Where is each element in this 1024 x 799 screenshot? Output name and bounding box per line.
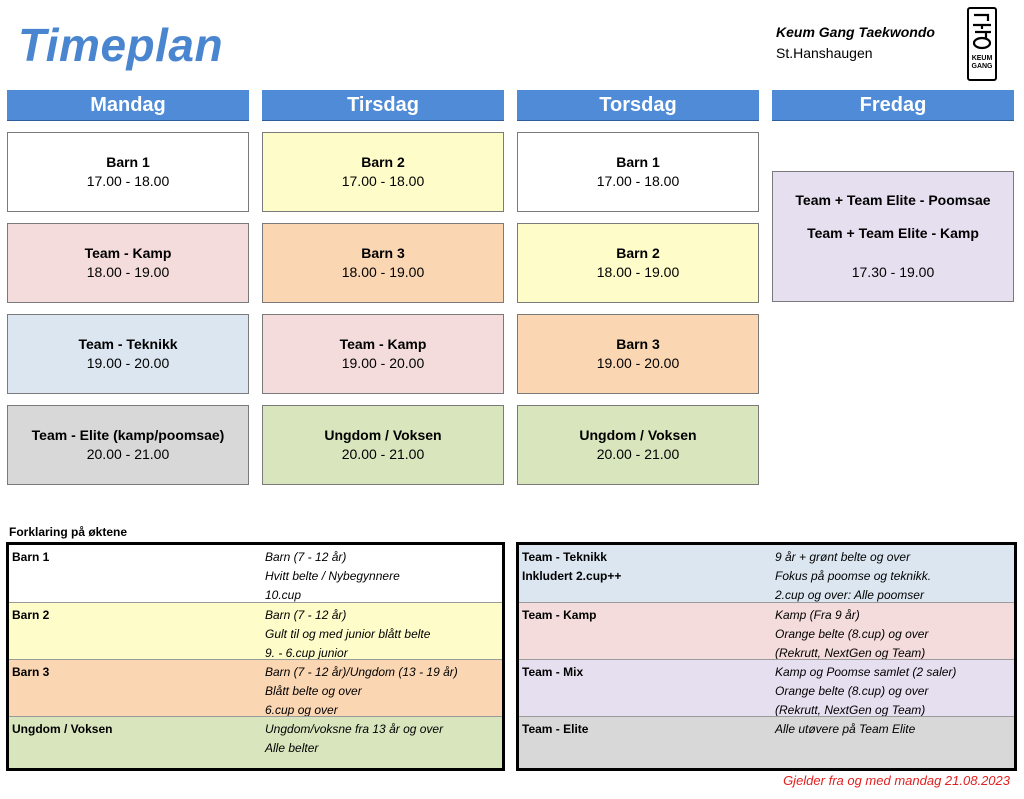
- session-time: 18.00 - 19.00: [341, 264, 425, 280]
- legend-desc-line: Hvitt belte / Nybegynnere: [265, 569, 400, 583]
- session-time: 19.00 - 20.00: [341, 355, 425, 371]
- legend-desc-line: Barn (7 - 12 år)/Ungdom (13 - 19 år): [265, 665, 458, 679]
- session-time: 17.30 - 19.00: [851, 264, 935, 280]
- session-name: Barn 1: [106, 154, 150, 170]
- legend-desc-line: 2.cup og over: Alle poomser: [775, 588, 924, 602]
- session-name: Barn 2: [361, 154, 405, 170]
- legend-title: Forklaring på øktene: [9, 525, 128, 539]
- legend-desc-line: (Rekrutt, NextGen og Team): [775, 703, 926, 717]
- legend-left-table: Barn 1 Barn (7 - 12 år) Hvitt belte / Ny…: [6, 542, 505, 771]
- legend-desc-line: 9. - 6.cup junior: [265, 646, 348, 660]
- session-time: 19.00 - 20.00: [596, 355, 680, 371]
- session-time: 17.00 - 18.00: [596, 173, 680, 189]
- legend-session-name: Team - Kamp: [522, 608, 597, 622]
- legend-desc-line: Orange belte (8.cup) og over: [775, 627, 929, 641]
- session-block: Barn 2 17.00 - 18.00: [262, 132, 504, 212]
- legend-desc-line: Orange belte (8.cup) og over: [775, 684, 929, 698]
- session-time: 19.00 - 20.00: [86, 355, 170, 371]
- session-name-secondary: Team + Team Elite - Kamp: [807, 225, 979, 241]
- session-time: 17.00 - 18.00: [86, 173, 170, 189]
- session-name: Team + Team Elite - Poomsae: [795, 192, 991, 208]
- legend-desc-line: Gult til og med junior blått belte: [265, 627, 431, 641]
- session-block: Team - Kamp 18.00 - 19.00: [7, 223, 249, 303]
- legend-desc-line: Ungdom/voksne fra 13 år og over: [265, 722, 444, 736]
- session-name: Ungdom / Voksen: [579, 427, 697, 443]
- legend-desc-line: Barn (7 - 12 år): [265, 550, 347, 564]
- day-header-tirsdag: Tirsdag: [262, 90, 504, 121]
- legend-right-table: Team - Teknikk Inkludert 2.cup++ 9 år + …: [516, 542, 1017, 771]
- hangul-logo-icon: [972, 13, 992, 50]
- legend-session-name: Barn 1: [12, 550, 50, 564]
- logo-text-gang: GANG: [971, 63, 993, 70]
- session-name: Team - Teknikk: [78, 336, 178, 352]
- legend-row: Barn 2 Barn (7 - 12 år) Gult til og med …: [9, 602, 502, 660]
- legend-desc-line: Blått belte og over: [265, 684, 362, 698]
- session-name: Barn 3: [361, 245, 405, 261]
- day-header-torsdag: Torsdag: [517, 90, 759, 121]
- session-time: 20.00 - 21.00: [86, 446, 170, 462]
- legend-session-name-secondary: Inkludert 2.cup++: [522, 569, 622, 583]
- legend-desc-line: Barn (7 - 12 år): [265, 608, 347, 622]
- legend-session-name: Barn 3: [12, 665, 50, 679]
- legend-session-name: Team - Teknikk: [522, 550, 607, 564]
- session-name: Team - Elite (kamp/poomsae): [31, 427, 225, 443]
- legend-desc-line: 6.cup og over: [265, 703, 338, 717]
- session-block: Barn 2 18.00 - 19.00: [517, 223, 759, 303]
- day-header-fredag: Fredag: [772, 90, 1014, 121]
- legend-session-name: Team - Mix: [522, 665, 584, 679]
- legend-session-name: Barn 2: [12, 608, 50, 622]
- validity-note: Gjelder fra og med mandag 21.08.2023: [783, 773, 1010, 788]
- session-name: Barn 3: [616, 336, 660, 352]
- day-header-mandag: Mandag: [7, 90, 249, 121]
- session-time: 18.00 - 19.00: [596, 264, 680, 280]
- legend-desc-line: Kamp (Fra 9 år): [775, 608, 860, 622]
- session-name: Team - Kamp: [84, 245, 172, 261]
- club-logo: KEUM GANG: [967, 7, 997, 81]
- legend-desc-line: Fokus på poomse og teknikk.: [775, 569, 932, 583]
- session-time: 20.00 - 21.00: [341, 446, 425, 462]
- session-name: Barn 2: [616, 245, 660, 261]
- legend-row: Team - Teknikk Inkludert 2.cup++ 9 år + …: [519, 545, 1014, 602]
- session-block: Ungdom / Voksen 20.00 - 21.00: [517, 405, 759, 485]
- legend-desc-line: (Rekrutt, NextGen og Team): [775, 646, 926, 660]
- session-block: Barn 3 19.00 - 20.00: [517, 314, 759, 394]
- session-name: Team - Kamp: [339, 336, 427, 352]
- legend-row: Team - Kamp Kamp (Fra 9 år) Orange belte…: [519, 602, 1014, 660]
- club-name: Keum Gang Taekwondo: [776, 24, 935, 40]
- session-block: Ungdom / Voksen 20.00 - 21.00: [262, 405, 504, 485]
- session-block: Barn 1 17.00 - 18.00: [517, 132, 759, 212]
- logo-text-keum: KEUM: [971, 55, 993, 62]
- legend-session-name: Ungdom / Voksen: [12, 722, 113, 736]
- session-block: Team - Kamp 19.00 - 20.00: [262, 314, 504, 394]
- session-block: Barn 1 17.00 - 18.00: [7, 132, 249, 212]
- legend-row: Team - Elite Alle utøvere på Team Elite: [519, 716, 1014, 768]
- club-location: St.Hanshaugen: [776, 45, 873, 61]
- session-time: 17.00 - 18.00: [341, 173, 425, 189]
- legend-row: Ungdom / Voksen Ungdom/voksne fra 13 år …: [9, 716, 502, 768]
- legend-desc-line: Kamp og Poomse samlet (2 saler): [775, 665, 957, 679]
- legend-session-name: Team - Elite: [522, 722, 589, 736]
- legend-desc-line: Alle utøvere på Team Elite: [775, 722, 916, 736]
- session-block: Team - Elite (kamp/poomsae) 20.00 - 21.0…: [7, 405, 249, 485]
- legend-row: Barn 3 Barn (7 - 12 år)/Ungdom (13 - 19 …: [9, 659, 502, 717]
- legend-desc-line: 10.cup: [265, 588, 302, 602]
- session-block: Team - Teknikk 19.00 - 20.00: [7, 314, 249, 394]
- session-block: Barn 3 18.00 - 19.00: [262, 223, 504, 303]
- session-time: 20.00 - 21.00: [596, 446, 680, 462]
- session-name: Barn 1: [616, 154, 660, 170]
- page-title: Timeplan: [18, 19, 224, 71]
- legend-desc-line: Alle belter: [265, 741, 319, 755]
- legend-desc-line: 9 år + grønt belte og over: [775, 550, 911, 564]
- legend-row: Barn 1 Barn (7 - 12 år) Hvitt belte / Ny…: [9, 545, 502, 602]
- session-block: Team + Team Elite - Poomsae Team + Team …: [772, 171, 1014, 302]
- session-name: Ungdom / Voksen: [324, 427, 442, 443]
- legend-row: Team - Mix Kamp og Poomse samlet (2 sale…: [519, 659, 1014, 717]
- session-time: 18.00 - 19.00: [86, 264, 170, 280]
